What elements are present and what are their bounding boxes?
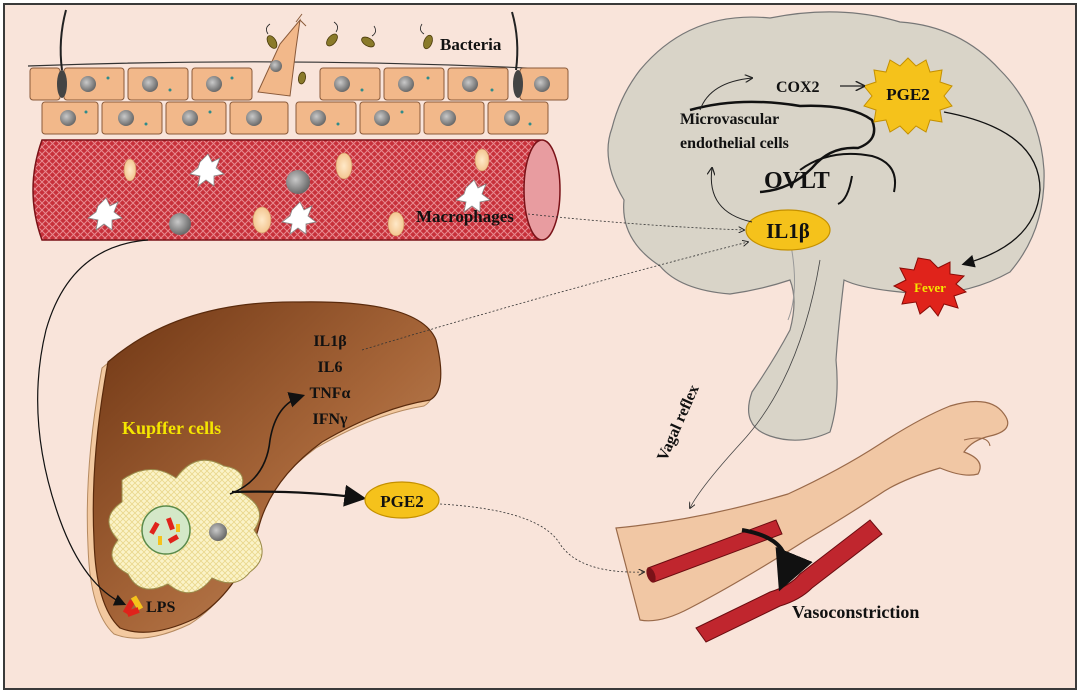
lps-label: LPS [146,599,175,616]
microvascular-label-line1: Microvascular [680,111,779,128]
endothelial-to-cox2-arrow [699,78,752,111]
blood-vessel [32,139,561,241]
il1b-brain-badge [745,209,831,251]
pge2-brain-label: PGE2 [886,85,929,104]
gut-epithelium [27,9,569,135]
pge2-liver-badge [364,481,440,519]
pge2-to-vessel-dotted [439,503,644,572]
fever-burst [892,257,968,317]
cox2-label: COX2 [776,79,820,96]
macrophages-label: Macrophages [416,207,514,226]
microvascular-label-line2: endothelial cells [680,135,789,152]
kupffer-to-pge2-arrow [231,484,367,507]
vasoconstriction-label: Vasoconstriction [792,602,919,622]
cytokine-il1b: IL1β [313,333,346,350]
cytokines-to-il1b-dotted [361,242,748,351]
il1b-brain-label: IL1β [766,219,810,243]
vagal-reflex-arrow [690,259,821,508]
vessel-dilated [646,519,783,583]
cytokine-ifng: IFNγ [312,411,348,428]
vasoconstriction-arrow [741,528,813,592]
lps-icon [122,595,144,617]
il1b-to-endothelium-arrow [711,168,753,223]
pge2-brain-burst [863,57,953,135]
vessel-to-lps-arrow [37,239,149,606]
kupffer-cells-label: Kupffer cells [122,418,221,438]
pge2-liver-label: PGE2 [380,492,423,511]
ovlt-label: OVLT [764,168,830,194]
fever-label: Fever [914,280,946,295]
cytokine-tnfa: TNFα [310,385,351,402]
bacteria-label: Bacteria [440,35,502,54]
kupffer-cell [108,459,263,594]
kupffer-to-cytokines-arrow [229,392,306,495]
cytokine-il6: IL6 [318,359,343,376]
pge2-to-fever-arrow [943,111,1041,268]
